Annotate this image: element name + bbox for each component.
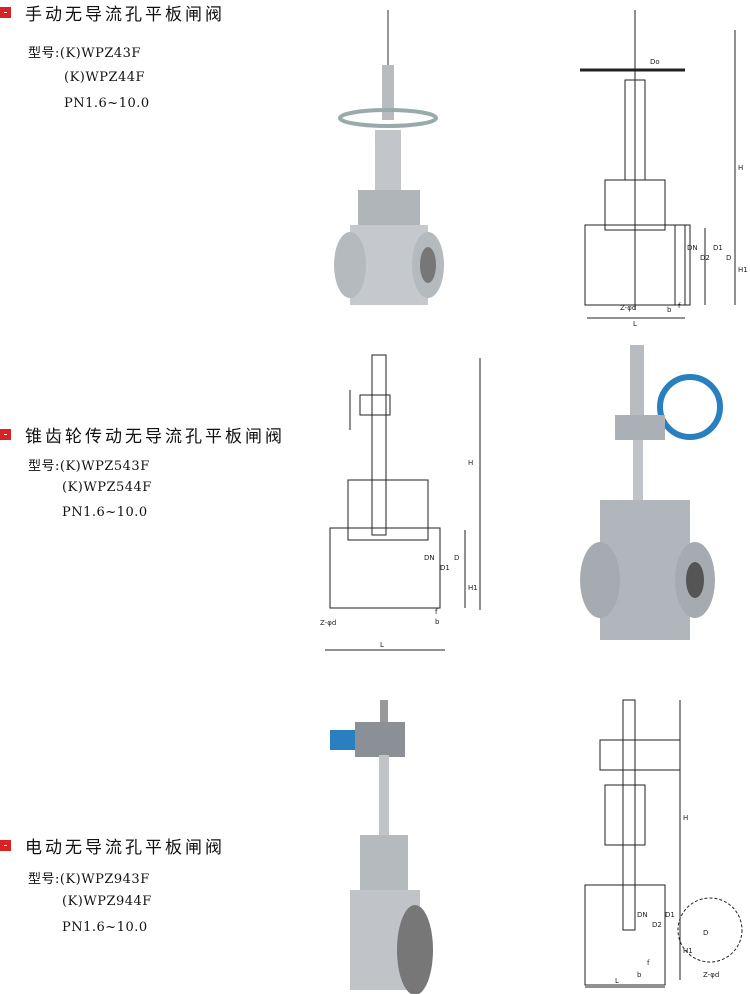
label-f: f: [435, 608, 438, 616]
label-l: L: [615, 977, 619, 985]
bullet-icon: [0, 840, 11, 851]
label-h1: H1: [683, 947, 693, 955]
model-code: (K)WPZ43F: [59, 46, 141, 61]
model-label: 型号:: [28, 872, 60, 887]
label-z: Z-φd: [703, 971, 719, 979]
label-d2: D2: [700, 254, 710, 262]
model-line-2: (K)WPZ44F: [64, 70, 146, 85]
model-code: (K)WPZ943F: [59, 872, 150, 887]
title-text: 电动无导流孔平板闸阀: [25, 838, 225, 858]
pressure-rating: PN1.6~10.0: [64, 96, 150, 111]
label-h1: H1: [738, 266, 748, 274]
pressure-rating: PN1.6~10.0: [62, 505, 148, 520]
model-label: 型号:: [28, 46, 60, 61]
label-d: D: [703, 929, 708, 937]
bullet-icon: [0, 7, 11, 18]
label-f: f: [678, 302, 681, 310]
label-dn: DN: [424, 554, 435, 562]
label-z: Z-φd: [620, 304, 636, 312]
pressure-rating: PN1.6~10.0: [62, 920, 148, 935]
title-text: 手动无导流孔平板闸阀: [25, 5, 225, 25]
label-dn: DN: [687, 244, 698, 252]
model-line-2: (K)WPZ944F: [62, 894, 152, 909]
label-b: b: [435, 618, 440, 626]
label-d1: D1: [440, 564, 450, 572]
label-l: L: [633, 320, 637, 328]
section-title-bevel-gear: 锥齿轮传动无导流孔平板闸阀: [0, 422, 285, 447]
valve-photo-bevel-gear: [580, 345, 723, 640]
label-d1: D1: [665, 911, 675, 919]
label-do: Do: [650, 58, 660, 66]
label-h: H: [683, 814, 688, 822]
model-line-1: 型号:(K)WPZ543F: [28, 455, 150, 474]
dimension-drawing-bevel-gear: H H1 DN D1 D L b f Z-φd: [320, 354, 481, 651]
title-text: 锥齿轮传动无导流孔平板闸阀: [25, 427, 285, 447]
model-line-1: 型号:(K)WPZ943F: [28, 868, 150, 887]
label-d: D: [726, 254, 731, 262]
label-d: D: [454, 554, 459, 562]
model-label: 型号:: [28, 459, 60, 474]
valve-photo-electric: [330, 700, 433, 994]
label-d2: D2: [652, 921, 662, 929]
label-h: H: [468, 459, 473, 467]
model-line-2: (K)WPZ544F: [62, 480, 152, 495]
label-d1: D1: [713, 244, 723, 252]
label-dn: DN: [637, 911, 648, 919]
dimension-drawing-manual: Do H H1 DN D2 D1 D L b f Z-φd: [580, 10, 748, 328]
dimension-drawing-electric: H H1 DN D2 D1 D L b f Z-φd: [584, 699, 743, 988]
label-b: b: [637, 971, 642, 979]
label-b: b: [667, 306, 672, 314]
label-l: L: [380, 641, 384, 649]
model-code: (K)WPZ543F: [59, 459, 150, 474]
section-title-electric: 电动无导流孔平板闸阀: [0, 833, 225, 858]
section-title-manual: 手动无导流孔平板闸阀: [0, 0, 225, 25]
valve-photo-manual: [334, 10, 444, 305]
label-z: Z-φd: [320, 619, 336, 627]
label-h: H: [738, 164, 743, 172]
label-f: f: [647, 959, 650, 967]
bullet-icon: [0, 429, 11, 440]
label-h1: H1: [468, 584, 478, 592]
model-line-1: 型号:(K)WPZ43F: [28, 42, 141, 61]
